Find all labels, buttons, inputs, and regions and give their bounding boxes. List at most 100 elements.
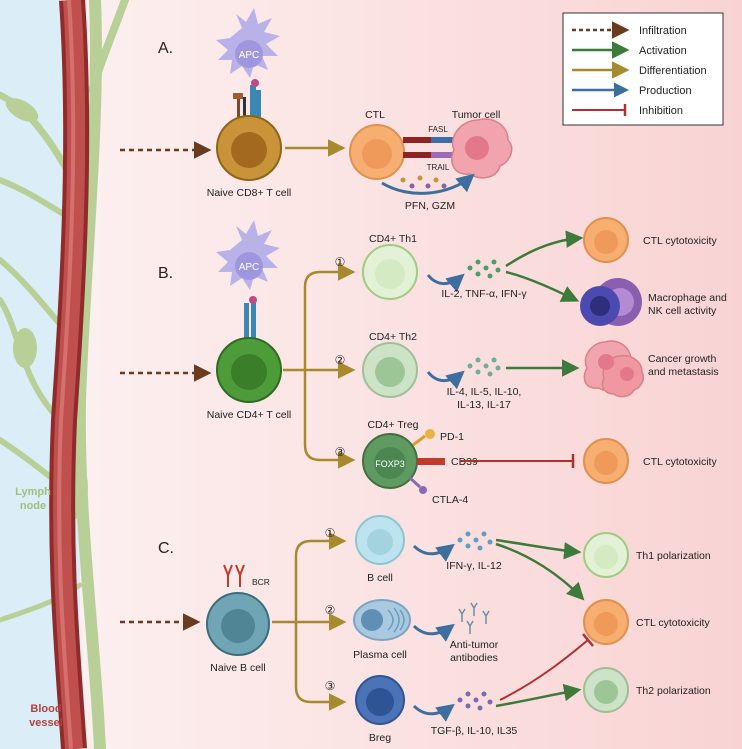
outcome-ctl: CTL cytotoxicity: [636, 617, 710, 629]
differentiation-arrow-breg: [294, 622, 347, 711]
production-arrow: [412, 623, 455, 642]
trail-label: TRAIL: [427, 163, 450, 172]
cytokines-th2: [467, 357, 501, 377]
naive-cd8-label: Naive CD8+ T cell: [207, 187, 292, 199]
treg-cell: FOXP3: [362, 433, 418, 489]
pd1-label: PD-1: [440, 431, 464, 443]
th1-cell: [583, 532, 629, 578]
legend-label: Inhibition: [639, 105, 683, 117]
th1-label: CD4+ Th1: [369, 233, 417, 245]
ctl-cell: [349, 124, 405, 180]
ctl-cell: [583, 438, 629, 484]
apc-cell: APC: [216, 220, 280, 290]
section-b-letter: B.: [158, 265, 173, 282]
cytokines-bcell: [457, 531, 493, 551]
inhibition-line: [499, 639, 589, 701]
activation-arrow: [505, 270, 580, 302]
outcome-th1: Th1 polarization: [636, 550, 711, 562]
production-arrow: [381, 173, 475, 195]
lymphatic-vessels: [0, 0, 129, 749]
tumor-cells: [583, 340, 645, 398]
outcome-macrophage: Macrophage and: [648, 292, 727, 304]
tumor-cell: [450, 118, 513, 179]
antibodies-label: antibodies: [450, 652, 498, 664]
activation-arrow: [495, 538, 582, 560]
legend-label: Production: [639, 85, 692, 97]
ctla4-label: CTLA-4: [432, 494, 468, 506]
step-number: ①: [335, 255, 346, 269]
blood-vessel-label: vessel: [29, 717, 63, 729]
plasma-label: Plasma cell: [353, 649, 407, 661]
apc-label: APC: [239, 50, 260, 61]
th2-cell: [583, 667, 629, 713]
legend-label: Differentiation: [639, 65, 707, 77]
plasma-cell: [353, 599, 411, 641]
fasl-label: FASL: [428, 125, 448, 134]
activation-arrow: [495, 683, 582, 708]
outcome-ctl: CTL cytotoxicity: [643, 235, 717, 247]
naive-b-label: Naive B cell: [210, 662, 265, 674]
activation-arrow: [495, 542, 585, 601]
breg-cytokines: TGF-β, IL-10, IL35: [431, 725, 518, 737]
naive-b-cell: [206, 592, 270, 656]
bcell-label: B cell: [367, 572, 393, 584]
blood-vessel-lumen: [53, 0, 86, 749]
section-a-letter: A.: [158, 40, 173, 57]
breg-cell: [355, 675, 405, 725]
fasl-trail-receptors: [403, 137, 453, 158]
outcome-th2: Th2 polarization: [636, 685, 711, 697]
naive-cd4-label: Naive CD4+ T cell: [207, 409, 292, 421]
foxp3-label: FOXP3: [375, 459, 405, 469]
legend: Infiltration Activation Differentiation …: [562, 12, 724, 126]
ctl-label: CTL: [365, 109, 385, 121]
ctl-cell: [583, 217, 629, 263]
step-number: ③: [325, 679, 336, 693]
th2-label: CD4+ Th2: [369, 331, 417, 343]
naive-cd4-t-cell: [216, 337, 282, 403]
production-arrow: [412, 543, 455, 562]
production-arrow: [412, 703, 455, 722]
differentiation-arrow-treg: [303, 370, 356, 469]
treg-label: CD4+ Treg: [367, 419, 418, 431]
step-number: ②: [325, 603, 336, 617]
outcome-treg: CTL cytotoxicity: [643, 456, 717, 468]
granules: [400, 175, 447, 189]
th1-cytokines: IL-2, TNF-α, IFN-γ: [441, 288, 527, 300]
lymph-node-small: [5, 98, 39, 122]
pfn-gzm-label: PFN, GZM: [405, 200, 455, 212]
lymph-node-small: [13, 328, 37, 368]
breg-label: Breg: [369, 732, 391, 744]
antibodies: [458, 602, 490, 634]
blood-vessel-label: Blood: [30, 703, 61, 715]
ctl-cell: [583, 599, 629, 645]
production-arrow: [426, 370, 465, 390]
th2-cytokines: IL-4, IL-5, IL-10,: [447, 386, 522, 398]
lymph-node-label: node: [20, 500, 46, 512]
bcell-cytokines: IFN-γ, IL-12: [446, 560, 502, 572]
step-number: ③: [335, 445, 346, 459]
receptor-complex: [233, 79, 261, 117]
apc-label: APC: [239, 262, 260, 273]
lymph-node-label: Lymph: [15, 486, 51, 498]
antibodies-label: Anti-tumor: [450, 639, 499, 651]
outcome-cancer: Cancer growth: [648, 353, 716, 365]
macrophage-nk-cells: [580, 278, 642, 326]
cytokines-th1: [467, 259, 501, 279]
b-cell: [355, 515, 405, 565]
receptor-complex: [244, 296, 257, 339]
step-number: ②: [335, 353, 346, 367]
activation-arrow: [505, 230, 584, 268]
section-c-letter: C.: [158, 540, 174, 557]
differentiation-arrow-th1: [283, 263, 356, 372]
production-arrow: [426, 273, 465, 293]
th2-cell: [362, 342, 418, 398]
bcr-receptor: [223, 564, 245, 587]
th1-cell: [362, 244, 418, 300]
legend-label: Activation: [639, 45, 687, 57]
outcome-macrophage: NK cell activity: [648, 305, 717, 317]
differentiation-arrow-bcell: [272, 532, 347, 624]
bcr-label: BCR: [252, 577, 270, 587]
legend-label: Infiltration: [639, 25, 687, 37]
